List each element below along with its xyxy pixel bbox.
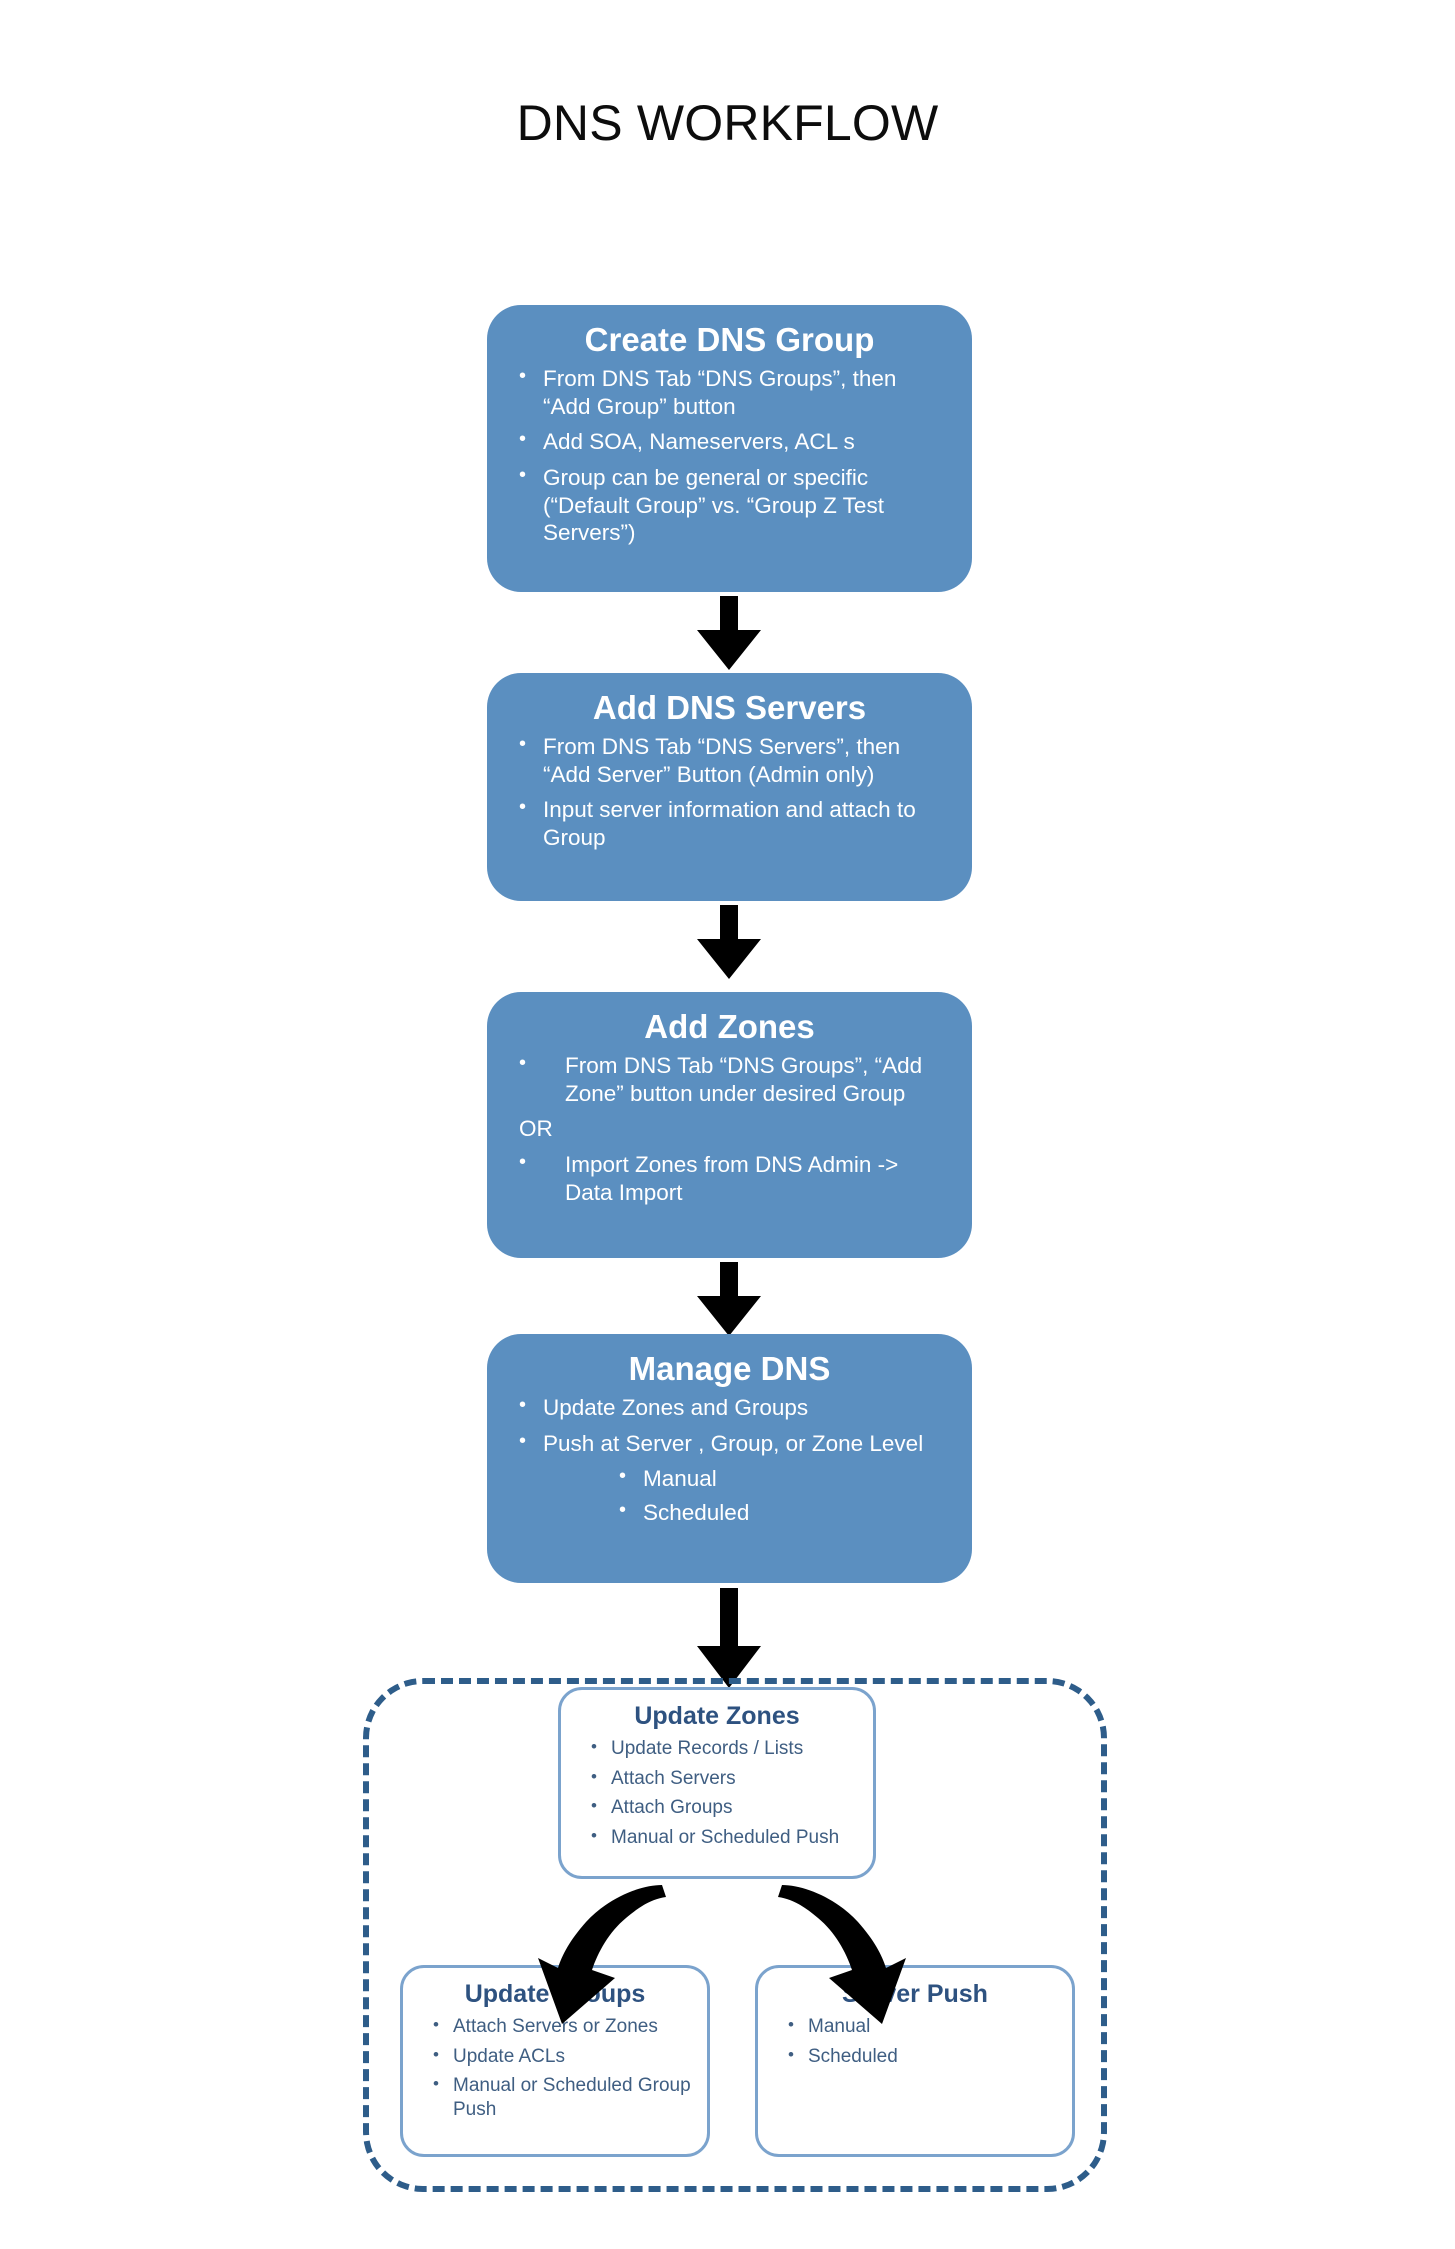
stage-title: Manage DNS xyxy=(628,1350,831,1387)
subbox-bullet-list: Attach Servers or Zones Update ACLs Manu… xyxy=(403,2014,707,2122)
subbox-title: Update Zones xyxy=(634,1702,800,1730)
list-item: Attach Servers or Zones xyxy=(427,2014,695,2039)
stage-add-dns-servers: Add DNS Servers From DNS Tab “DNS Server… xyxy=(487,673,972,901)
list-item: Update ACLs xyxy=(427,2044,695,2069)
list-item: Update Records / Lists xyxy=(585,1736,861,1761)
arrow-down-icon xyxy=(697,1262,761,1336)
list-item: Manual or Scheduled Push xyxy=(585,1825,861,1850)
stage-title: Add DNS Servers xyxy=(592,689,867,726)
subbox-bullet-list: Update Records / Lists Attach Servers At… xyxy=(561,1736,873,1850)
page-title: DNS WORKFLOW xyxy=(516,95,939,151)
stage-add-zones: Add Zones From DNS Tab “DNS Groups”, “Ad… xyxy=(487,992,972,1258)
list-item: Attach Servers xyxy=(585,1766,861,1791)
dashed-group-container xyxy=(363,1678,1107,2192)
list-item: Import Zones from DNS Admin -> Data Impo… xyxy=(515,1150,950,1206)
list-item: Push at Server , Group, or Zone Level xyxy=(515,1429,950,1458)
stage-bullet-list: Update Zones and Groups Push at Server ,… xyxy=(487,1393,972,1527)
stage-create-dns-group: Create DNS Group From DNS Tab “DNS Group… xyxy=(487,305,972,592)
stage-manage-dns: Manage DNS Update Zones and Groups Push … xyxy=(487,1334,972,1583)
stage-title: Create DNS Group xyxy=(584,321,875,358)
subbox-title: Server Push xyxy=(842,1980,988,2008)
arrow-down-icon xyxy=(697,596,761,670)
list-item: Update Zones and Groups xyxy=(515,1393,950,1422)
list-item: Group can be general or specific (“Defau… xyxy=(515,463,950,547)
stage-bullet-list: From DNS Tab “DNS Servers”, then “Add Se… xyxy=(487,732,972,852)
separator-or: OR xyxy=(519,1116,553,1142)
list-item: Attach Groups xyxy=(585,1795,861,1820)
list-item: Scheduled xyxy=(782,2044,1060,2069)
list-item: Scheduled xyxy=(515,1498,950,1527)
list-item: Manual xyxy=(782,2014,1060,2039)
subbox-update-zones: Update Zones Update Records / Lists Atta… xyxy=(558,1687,876,1879)
list-item: Manual xyxy=(515,1464,950,1493)
list-item: From DNS Tab “DNS Servers”, then “Add Se… xyxy=(515,732,950,788)
stage-bullet-list: From DNS Tab “DNS Groups”, “Add Zone” bu… xyxy=(487,1051,972,1107)
list-item: Input server information and attach to G… xyxy=(515,795,950,851)
list-item: From DNS Tab “DNS Groups”, then “Add Gro… xyxy=(515,364,950,420)
list-item: Add SOA, Nameservers, ACL s xyxy=(515,427,950,456)
stage-title: Add Zones xyxy=(644,1008,815,1045)
stage-bullet-list: From DNS Tab “DNS Groups”, then “Add Gro… xyxy=(487,364,972,547)
subbox-update-groups: Update Groups Attach Servers or Zones Up… xyxy=(400,1965,710,2157)
subbox-bullet-list: Manual Scheduled xyxy=(758,2014,1072,2069)
arrow-down-icon xyxy=(697,905,761,979)
arrow-down-icon xyxy=(697,1588,761,1688)
subbox-server-push: Server Push Manual Scheduled xyxy=(755,1965,1075,2157)
stage-bullet-list-2: Import Zones from DNS Admin -> Data Impo… xyxy=(487,1150,972,1206)
list-item: Manual or Scheduled Group Push xyxy=(427,2073,695,2122)
subbox-title: Update Groups xyxy=(464,1980,646,2008)
list-item: From DNS Tab “DNS Groups”, “Add Zone” bu… xyxy=(515,1051,950,1107)
